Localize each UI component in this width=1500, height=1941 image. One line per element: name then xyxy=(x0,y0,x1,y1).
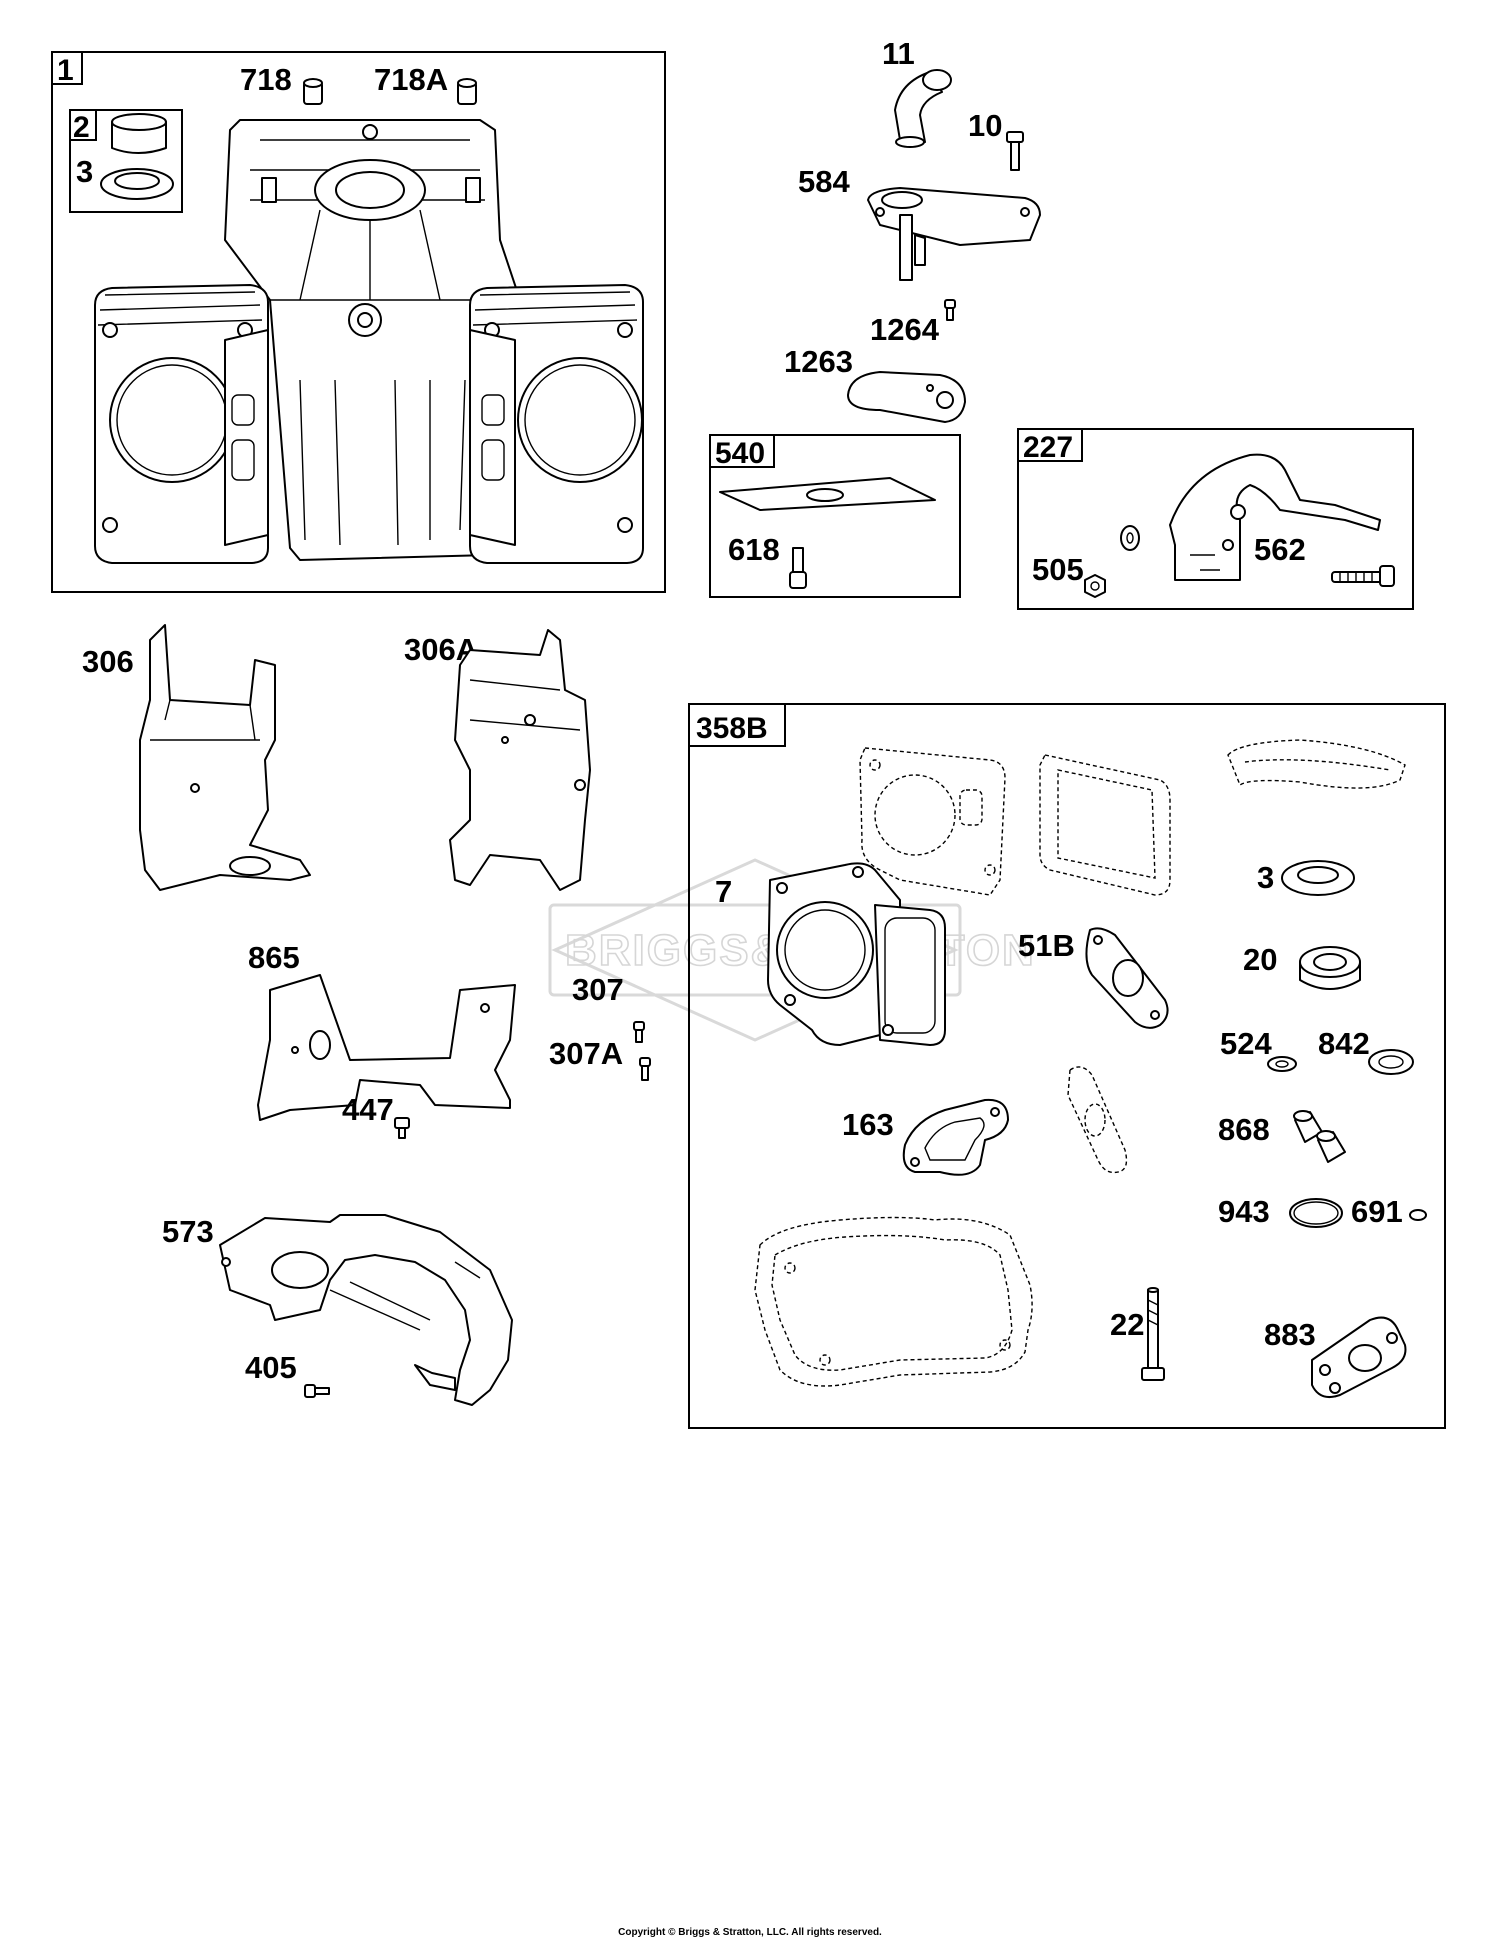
head-gasket-7-part xyxy=(767,862,946,1046)
seal-3-part xyxy=(1281,860,1355,896)
shroud-306a-part xyxy=(449,629,591,891)
group-bracket: 227 505 562 xyxy=(1017,428,1414,610)
label-868: 868 xyxy=(1218,1112,1270,1147)
label-718a: 718A xyxy=(374,62,448,97)
label-405: 405 xyxy=(245,1350,297,1385)
label-3-top: 3 xyxy=(76,154,93,189)
copyright-notice: Copyright © Briggs & Stratton, LLC. All … xyxy=(618,1927,882,1938)
rocker-gasket-dotted-part xyxy=(1039,754,1171,896)
blower-housing-group: 573 405 xyxy=(162,1214,513,1406)
label-307a: 307A xyxy=(549,1036,623,1071)
label-1264: 1264 xyxy=(870,312,940,347)
gasket-51b-part xyxy=(1085,927,1169,1029)
screw-1264-part xyxy=(944,299,956,321)
plate-1263-part xyxy=(847,371,966,423)
group-bushing-label: 2 xyxy=(73,111,90,144)
o-ring-943-part xyxy=(1289,1198,1343,1228)
label-307: 307 xyxy=(572,972,624,1007)
group-bracket-frame xyxy=(1017,428,1414,610)
label-22: 22 xyxy=(1110,1307,1144,1342)
label-1263: 1263 xyxy=(784,344,853,379)
screw-307a-part xyxy=(639,1057,651,1081)
ring-691-part xyxy=(1409,1209,1427,1221)
crankcase-gasket-dotted-part xyxy=(754,1216,1033,1387)
screw-562-part xyxy=(1331,565,1395,587)
group-gasket-set: 358B 7 xyxy=(688,703,1446,1429)
seal-20-part xyxy=(1299,946,1361,990)
baffle-865-part xyxy=(257,974,516,1121)
label-618: 618 xyxy=(728,532,780,567)
group-bracket-tag xyxy=(1017,428,1083,462)
bracket-227-part xyxy=(1169,453,1381,581)
label-718: 718 xyxy=(240,62,292,97)
label-11: 11 xyxy=(882,36,915,71)
group-breather-label: 540 xyxy=(715,437,765,470)
label-883: 883 xyxy=(1264,1317,1316,1352)
group-breather-frame xyxy=(709,434,961,598)
elbow-tube-part xyxy=(894,69,952,148)
gasket-dotted-small-part xyxy=(1067,1066,1128,1174)
baffle-group: 865 307 307A 447 xyxy=(248,940,651,1139)
head-gasket-dotted-part xyxy=(859,747,1006,896)
dowel-718-part xyxy=(303,78,323,105)
group-block-tag xyxy=(51,51,83,85)
group-bushing-tag xyxy=(69,109,97,141)
breather-gasket-540-part xyxy=(719,477,936,511)
label-865: 865 xyxy=(248,940,300,975)
label-842: 842 xyxy=(1318,1026,1370,1061)
group-bushing-frame xyxy=(69,109,183,213)
group-bracket-label: 227 xyxy=(1023,431,1073,464)
group-breather-tag xyxy=(709,434,775,468)
dipstick-tube-group: 11 10 584 1264 1263 xyxy=(784,36,1041,423)
label-524: 524 xyxy=(1220,1026,1272,1061)
label-163: 163 xyxy=(842,1107,894,1142)
screw-447-part xyxy=(394,1117,410,1139)
group-gasket-set-frame xyxy=(688,703,1446,1429)
dowel-718a-part xyxy=(457,78,477,105)
bolt-618-part xyxy=(789,547,807,589)
group-gasket-set-label: 358B xyxy=(696,712,768,745)
gasket-163-part xyxy=(902,1098,1009,1176)
nut-505-part xyxy=(1084,574,1106,598)
label-7: 7 xyxy=(715,874,732,909)
label-306: 306 xyxy=(82,644,134,679)
label-691: 691 xyxy=(1351,1194,1403,1229)
group-breather: 540 618 xyxy=(709,434,961,598)
group-gasket-set-tag xyxy=(688,703,786,747)
group-block: 1 2 3 718 718A xyxy=(51,51,666,593)
label-505: 505 xyxy=(1032,552,1084,587)
label-20: 20 xyxy=(1243,942,1277,977)
valve-seal-868-part xyxy=(1293,1110,1346,1163)
screw-307-part xyxy=(633,1021,645,1043)
bolt-22-part xyxy=(1141,1287,1165,1381)
washer-524-part xyxy=(1267,1056,1297,1072)
shroud-306-part xyxy=(139,624,311,891)
blower-housing-573-part xyxy=(219,1214,513,1406)
group-block-frame xyxy=(51,51,666,593)
shrouds-group: 306 306A xyxy=(82,624,591,891)
group-block-label: 1 xyxy=(57,54,74,87)
intake-gasket-883-part xyxy=(1311,1316,1407,1398)
tube-bracket-584-part xyxy=(867,187,1041,281)
washer-505-part xyxy=(1120,525,1140,551)
label-562: 562 xyxy=(1254,532,1306,567)
screw-405-part xyxy=(304,1384,330,1398)
washer-842-part xyxy=(1368,1049,1414,1075)
bushing-part xyxy=(111,113,167,154)
label-3: 3 xyxy=(1257,860,1274,895)
seal-part-top xyxy=(100,168,174,200)
valve-cover-gasket-dotted-part xyxy=(1227,739,1406,789)
label-10: 10 xyxy=(968,108,1002,143)
cylinder-block-part xyxy=(94,119,644,564)
label-573: 573 xyxy=(162,1214,214,1249)
label-943: 943 xyxy=(1218,1194,1270,1229)
screw-10-part xyxy=(1006,131,1024,171)
label-584: 584 xyxy=(798,164,850,199)
label-447: 447 xyxy=(342,1092,394,1127)
label-51b: 51B xyxy=(1018,928,1075,963)
